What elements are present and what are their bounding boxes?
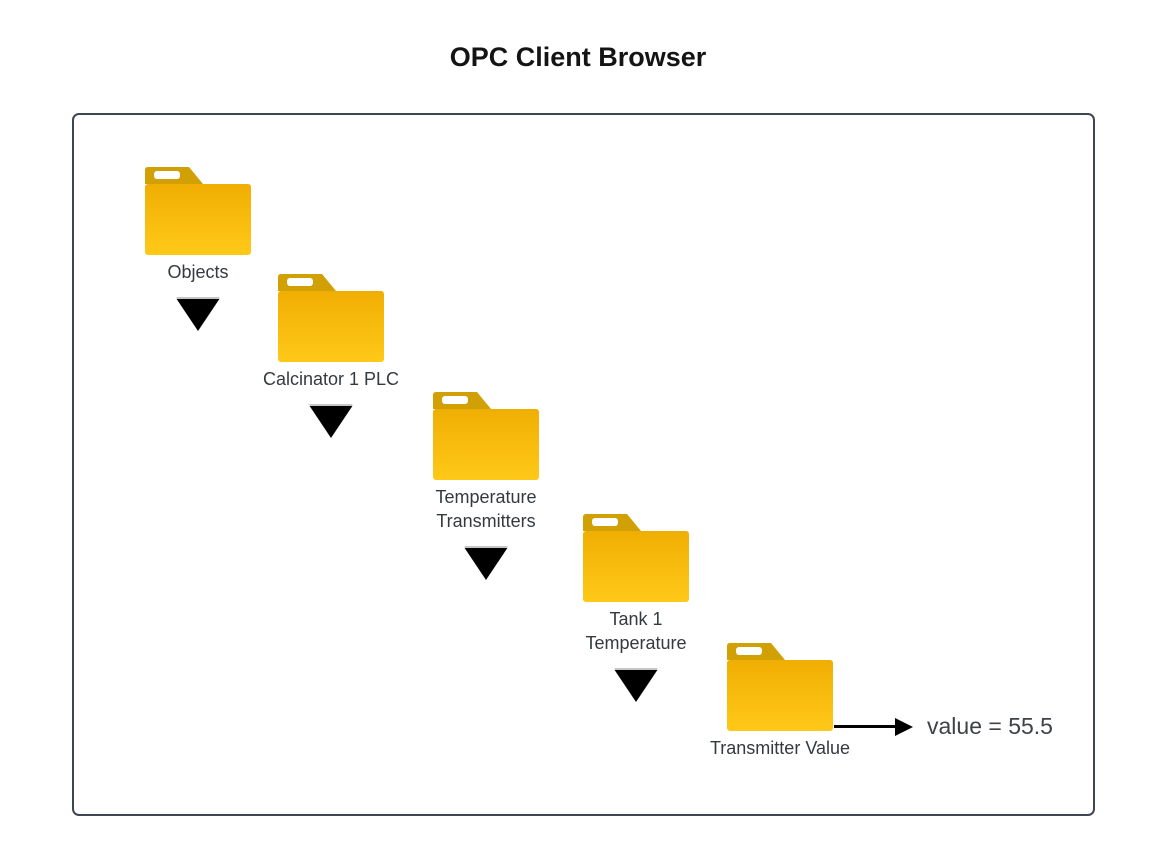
tree-node-calcinator-1-plc: Calcinator 1 PLC [251, 274, 411, 439]
node-label: Calcinator 1 PLC [251, 367, 411, 391]
down-triangle-icon [464, 546, 508, 581]
tree-node-transmitter-value: Transmitter Value [700, 643, 860, 760]
down-triangle-icon [176, 297, 220, 332]
node-label-line: Objects [167, 262, 229, 282]
folder-icon [145, 167, 251, 255]
diagram-frame [72, 113, 1095, 816]
right-arrow-line [834, 725, 896, 728]
node-label-line: Calcinator 1 PLC [262, 369, 400, 389]
node-label: Temperature Transmitters [406, 485, 566, 533]
tree-node-temperature-transmitters: Temperature Transmitters [406, 392, 566, 581]
folder-icon [727, 643, 833, 731]
node-label-line: Temperature [435, 487, 537, 507]
node-label: Objects [118, 260, 278, 284]
right-arrow-icon [895, 718, 913, 736]
node-label: Tank 1 Temperature [556, 607, 716, 655]
node-label-line: Tank 1 [609, 609, 663, 629]
node-label-line: Transmitter Value [709, 738, 851, 758]
value-annotation: value = 55.5 [927, 713, 1053, 739]
node-label-line: Temperature [585, 633, 687, 653]
node-label-line: Transmitters [436, 511, 536, 531]
down-triangle-icon [309, 404, 353, 439]
folder-icon [583, 514, 689, 602]
tree-node-tank-1-temperature: Tank 1 Temperature [556, 514, 716, 703]
node-label: Transmitter Value [700, 736, 860, 760]
folder-icon [433, 392, 539, 480]
diagram-title: OPC Client Browser [449, 42, 707, 72]
folder-icon [278, 274, 384, 362]
tree-node-objects: Objects [118, 167, 278, 332]
down-triangle-icon [614, 668, 658, 703]
